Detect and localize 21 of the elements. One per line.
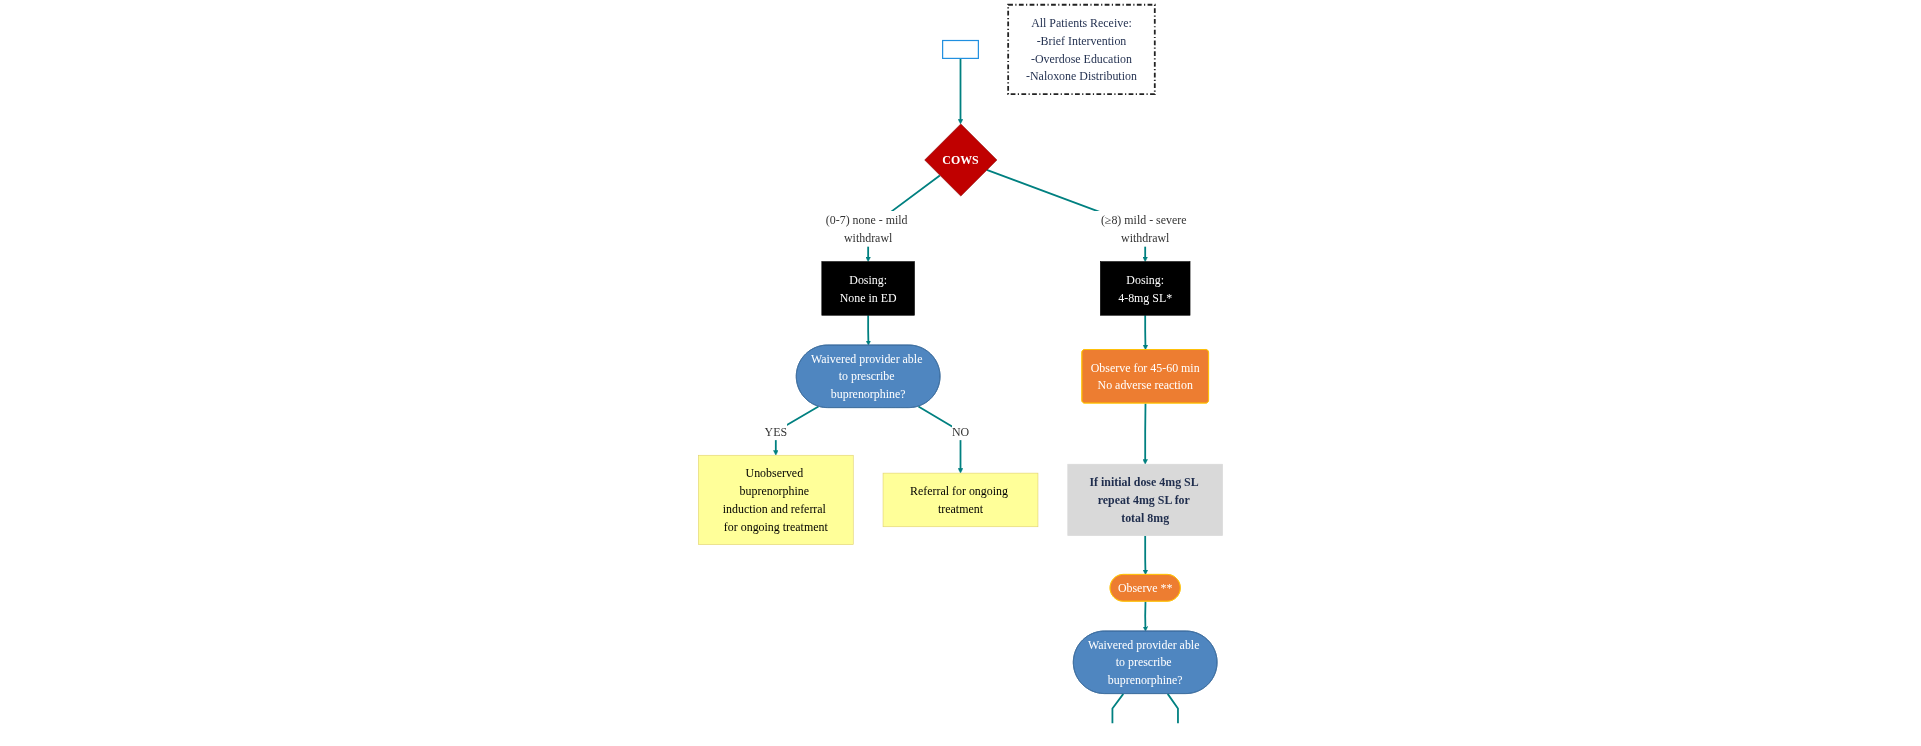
arrow [1142,402,1148,465]
node-box: All Patients Receive: -Brief Intervention -Overdose Education -Naloxone Distribution [1007,3,1156,96]
node-box: Unobserved buprenorphine induction and referral for ongoing treatment [698,454,854,545]
connector [1111,692,1125,725]
arrow [865,314,871,346]
node-box: Referral for ongoing treatment [882,472,1039,528]
node-box: If initial dose 4mg SL repeat 4mg SL for total 8mg [1067,463,1223,536]
edge-label: NO [951,424,970,438]
node-diamond: COWS [924,123,998,197]
arrow [1142,600,1148,632]
node-box: Dosing: None in ED [821,261,915,316]
arrow [957,57,964,125]
node-box: Dosing: 4-8mg SL* [1100,261,1191,316]
edge-label: (0-7) none - mild withdrawl [825,213,908,245]
node-box [942,39,979,59]
edge-label: YES [764,424,788,438]
arrow [917,405,964,474]
connector [1166,692,1179,725]
arrow [1142,534,1148,575]
edge-label: (≥8) mild - severe withdrawl [1100,213,1187,245]
arrow [1142,314,1149,351]
